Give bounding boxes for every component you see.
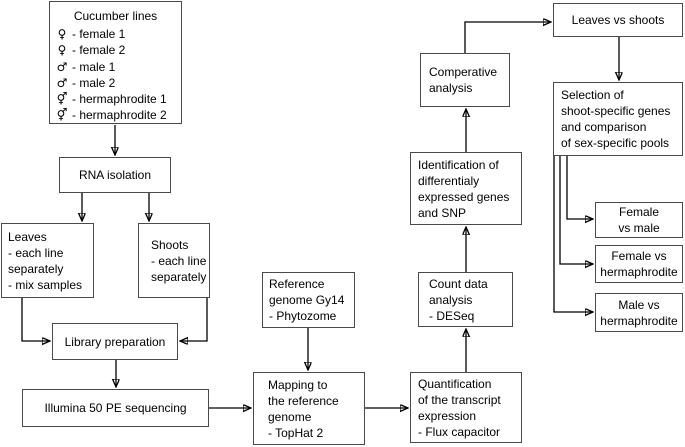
node-library-preparation: Library preparation	[52, 323, 178, 360]
list-item: ♂ - male 2	[50, 75, 181, 91]
node-selection: Selection of shoot-specific genes and co…	[553, 82, 683, 156]
male-icon: ♂	[56, 59, 68, 74]
list-item-label: - female 2	[72, 43, 126, 58]
node-shoots: Shoots - each line separately	[138, 223, 210, 298]
list-item-label: - male 2	[72, 75, 116, 90]
list-item: ♂ - male 1	[50, 59, 181, 75]
edge-selection-to-female-vs-male	[566, 156, 593, 219]
edge-comparative-to-leaves-vs-shoots	[464, 22, 551, 53]
node-male-vs-hermaphrodite: Male vs hermaphrodite	[595, 293, 683, 332]
node-rna-isolation: RNA isolation	[59, 157, 171, 193]
edge-shoots-to-library	[180, 298, 208, 341]
node-comparative-analysis: Comperative analysis	[420, 53, 510, 107]
hermaphrodite-icon: ⚥	[56, 108, 68, 123]
list-item: ⚥ - hermaphrodite 1	[50, 91, 181, 107]
list-item-label: - male 1	[72, 59, 116, 74]
edge-selection-to-female-vs-hermaphrodite	[559, 156, 593, 264]
edge-leaves-to-library	[21, 298, 50, 341]
node-leaves-vs-shoots: Leaves vs shoots	[553, 3, 683, 37]
list-item-label: - hermaphrodite 1	[72, 92, 167, 107]
node-identification: Identification of differentialy expresse…	[410, 152, 522, 225]
cucumber-lines-title: Cucumber lines	[73, 9, 158, 23]
male-icon: ♂	[56, 75, 68, 90]
node-illumina-sequencing: Illumina 50 PE sequencing	[22, 389, 209, 427]
node-female-vs-male: Female vs male	[595, 202, 683, 238]
female-icon: ♀	[57, 43, 67, 58]
list-item: ♀ - female 1	[50, 26, 181, 42]
list-item-label: - female 1	[72, 27, 126, 41]
female-icon: ♀	[57, 27, 67, 41]
node-female-vs-hermaphrodite: Female vs hermaphrodite	[595, 245, 683, 283]
list-item-label: - hermaphrodite 2	[72, 108, 167, 123]
node-leaves: Leaves - each line separately - mix samp…	[1, 223, 94, 298]
list-item: ♀ - female 2	[50, 42, 181, 58]
edge-selection-to-male-vs-hermaphrodite	[553, 156, 593, 312]
node-reference-genome: Reference genome Gy14 - Phytozome	[262, 272, 355, 328]
node-cucumber-lines: Cucumber lines ♀ - female 1 ♀ - female 2…	[49, 1, 182, 124]
node-count-data-analysis: Count data analysis - DESeq	[418, 272, 513, 327]
hermaphrodite-icon: ⚥	[56, 92, 68, 107]
node-mapping: Mapping to the reference genome - TopHat…	[253, 372, 365, 445]
list-item: ⚥ - hermaphrodite 2	[50, 107, 181, 123]
node-quantification: Quantification of the transcript express…	[410, 372, 522, 443]
